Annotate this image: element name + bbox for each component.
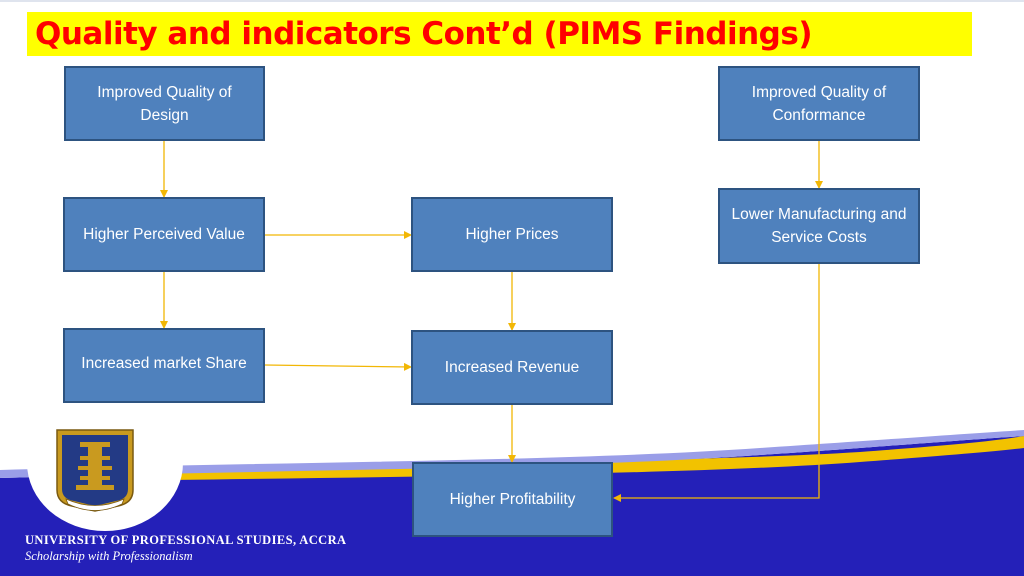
node-higher-prices: Higher Prices	[411, 197, 613, 272]
node-increased-market-share: Increased market Share	[63, 328, 265, 403]
node-higher-perceived-value: Higher Perceived Value	[63, 197, 265, 272]
node-improved-quality-of-design: Improved Quality of Design	[64, 66, 265, 141]
node-improved-quality-of-conformance: Improved Quality of Conformance	[718, 66, 920, 141]
university-name: UNIVERSITY OF PROFESSIONAL STUDIES, ACCR…	[25, 533, 347, 547]
top-border	[0, 0, 1024, 2]
slide-title: Quality and indicators Cont’d (PIMS Find…	[35, 16, 813, 52]
title-bar: Quality and indicators Cont’d (PIMS Find…	[27, 12, 972, 56]
footer-light-stripe	[0, 430, 1024, 478]
arrow-costs-to-profitability	[613, 263, 820, 502]
university-motto: Scholarship with Professionalism	[25, 549, 193, 563]
node-higher-profitability: Higher Profitability	[412, 462, 613, 537]
node-increased-revenue: Increased Revenue	[411, 330, 613, 405]
arrow-market-share-to-revenue	[264, 362, 412, 371]
node-lower-manufacturing-and-service-costs: Lower Manufacturing and Service Costs	[718, 188, 920, 264]
